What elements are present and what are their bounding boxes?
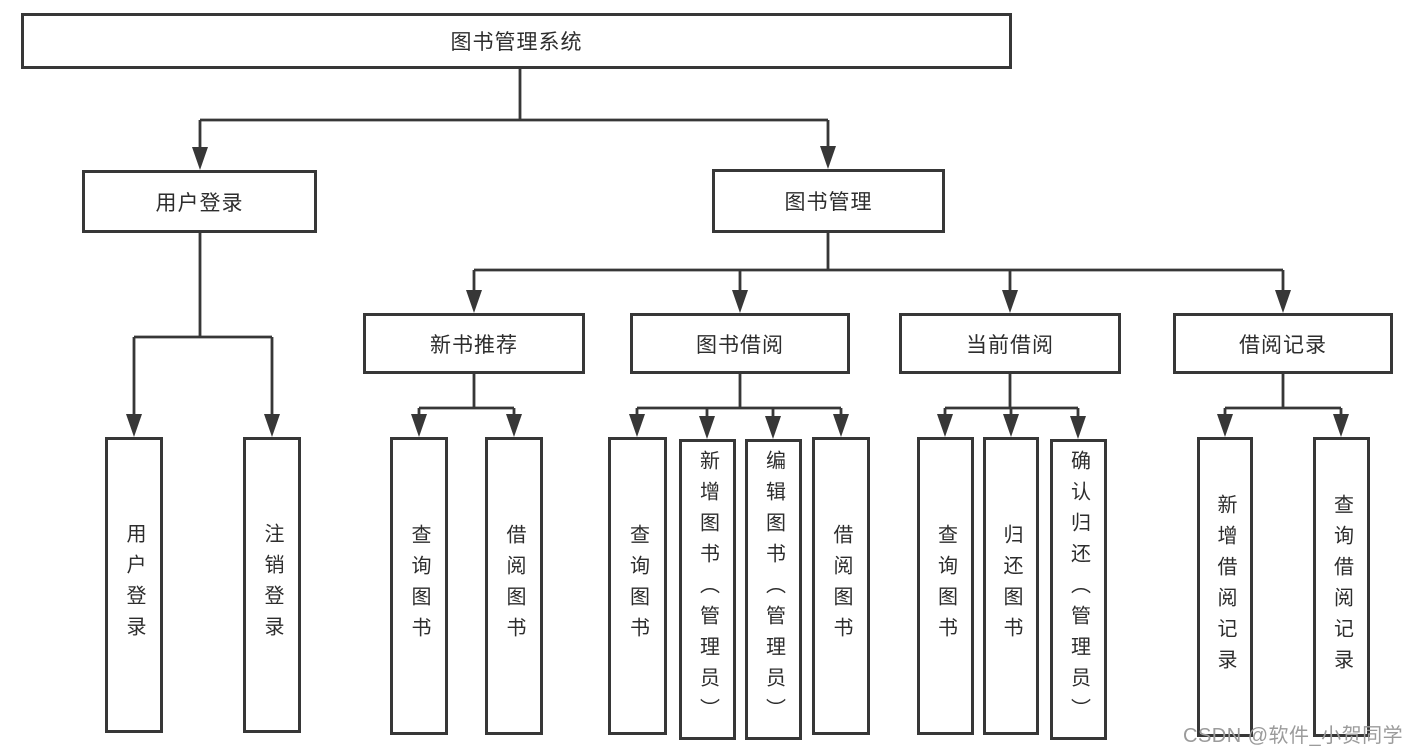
connector-current-borrow (937, 374, 1086, 439)
node-bb-query-book: 查询图书 (608, 437, 667, 735)
node-cb-confirm-return: 确认归还（管理员） (1050, 439, 1107, 740)
node-borrow-record: 借阅记录 (1173, 313, 1393, 374)
connector-new-book-recommend (411, 374, 522, 437)
node-br-add-record-label: 新增借阅记录 (1214, 494, 1236, 680)
node-bb-borrow-book-label: 借阅图书 (830, 524, 852, 648)
node-cb-return-book: 归还图书 (983, 437, 1039, 735)
node-br-query-record: 查询借阅记录 (1313, 437, 1370, 737)
node-new-book-recommend-label: 新书推荐 (430, 333, 518, 357)
node-cb-confirm-return-label: 确认归还（管理员） (1067, 450, 1090, 729)
node-rec-borrow-book-label: 借阅图书 (503, 524, 525, 648)
node-borrow-record-label: 借阅记录 (1239, 333, 1327, 357)
node-book-borrow: 图书借阅 (630, 313, 850, 374)
node-bb-add-book: 新增图书（管理员） (679, 439, 736, 740)
node-user-login-label: 用户登录 (123, 523, 145, 647)
node-cb-query-book-label: 查询图书 (934, 524, 957, 648)
node-book-management: 图书管理 (712, 169, 945, 233)
node-bb-add-book-label: 新增图书（管理员） (696, 450, 719, 729)
node-current-borrow-label: 当前借阅 (966, 333, 1054, 357)
node-new-book-recommend: 新书推荐 (363, 313, 585, 374)
node-root: 图书管理系统 (21, 13, 1012, 69)
connector-root (192, 69, 836, 170)
node-cb-return-book-label: 归还图书 (1000, 524, 1022, 648)
node-rec-borrow-book: 借阅图书 (485, 437, 543, 735)
node-book-borrow-label: 图书借阅 (696, 333, 784, 357)
node-logout: 注销登录 (243, 437, 301, 733)
connector-book-management (466, 233, 1291, 313)
node-book-management-label: 图书管理 (784, 191, 873, 214)
node-logout-label: 注销登录 (261, 523, 283, 647)
node-bb-edit-book: 编辑图书（管理员） (745, 439, 802, 740)
connector-user-login-module (126, 233, 280, 437)
csdn-watermark: CSDN @软件_小贺同学 (1183, 725, 1404, 747)
node-user-login-module-label: 用户登录 (155, 191, 244, 215)
connector-book-borrow (629, 374, 849, 439)
node-br-query-record-label: 查询借阅记录 (1330, 494, 1353, 680)
node-bb-query-book-label: 查询图书 (626, 524, 649, 648)
node-rec-query-book: 查询图书 (390, 437, 448, 735)
connector-borrow-record (1217, 374, 1349, 437)
node-bb-borrow-book: 借阅图书 (812, 437, 870, 735)
node-cb-query-book: 查询图书 (917, 437, 974, 735)
node-rec-query-book-label: 查询图书 (408, 524, 430, 648)
node-br-add-record: 新增借阅记录 (1197, 437, 1253, 737)
node-user-login-module: 用户登录 (82, 170, 317, 233)
node-current-borrow: 当前借阅 (899, 313, 1121, 374)
node-bb-edit-book-label: 编辑图书（管理员） (762, 450, 785, 729)
node-user-login: 用户登录 (105, 437, 163, 733)
node-root-label: 图书管理系统 (450, 31, 583, 54)
